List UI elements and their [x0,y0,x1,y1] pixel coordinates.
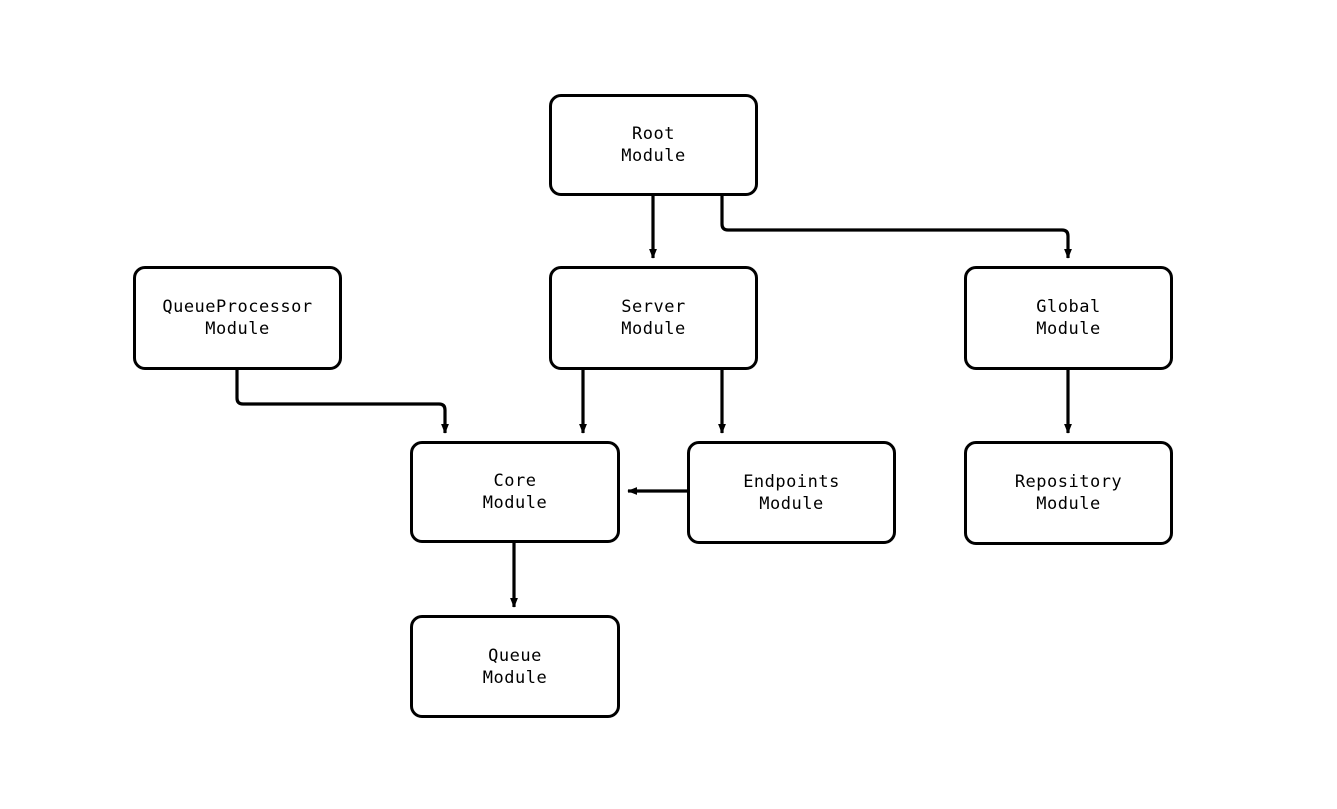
node-core-subtitle: Module [482,493,548,513]
node-root[interactable]: Root Module [549,94,758,196]
node-queue-subtitle: Module [482,667,548,688]
node-repository-subtitle: Module [1036,494,1101,514]
node-repository-title: Repository [1014,472,1123,492]
node-endpoints[interactable]: Endpoints Module [687,441,896,544]
node-endpoints-title: Endpoints [743,471,840,492]
node-global-title: Global [1036,297,1101,317]
node-queueprocessor[interactable]: QueueProcessor Module [133,266,342,370]
node-endpoints-subtitle: Module [759,493,824,514]
node-core[interactable]: Core Module [410,441,620,543]
node-global-subtitle: Module [1036,319,1101,339]
node-queueprocessor-title: QueueProcessor [162,297,313,317]
node-queue-title: Queue [488,645,542,666]
edge-queueprocessor-to-core [235,370,449,434]
node-root-title: Root [632,124,675,144]
node-server-title: Server [621,297,686,317]
node-queue[interactable]: Queue Module [410,615,620,718]
node-repository[interactable]: Repository Module [964,441,1173,545]
node-queueprocessor-subtitle: Module [205,319,270,339]
node-core-title: Core [493,471,537,491]
edge-root-to-global [720,196,1072,259]
node-global[interactable]: Global Module [964,266,1173,370]
node-server-subtitle: Module [621,319,686,339]
node-server[interactable]: Server Module [549,266,758,370]
node-root-subtitle: Module [621,146,686,166]
